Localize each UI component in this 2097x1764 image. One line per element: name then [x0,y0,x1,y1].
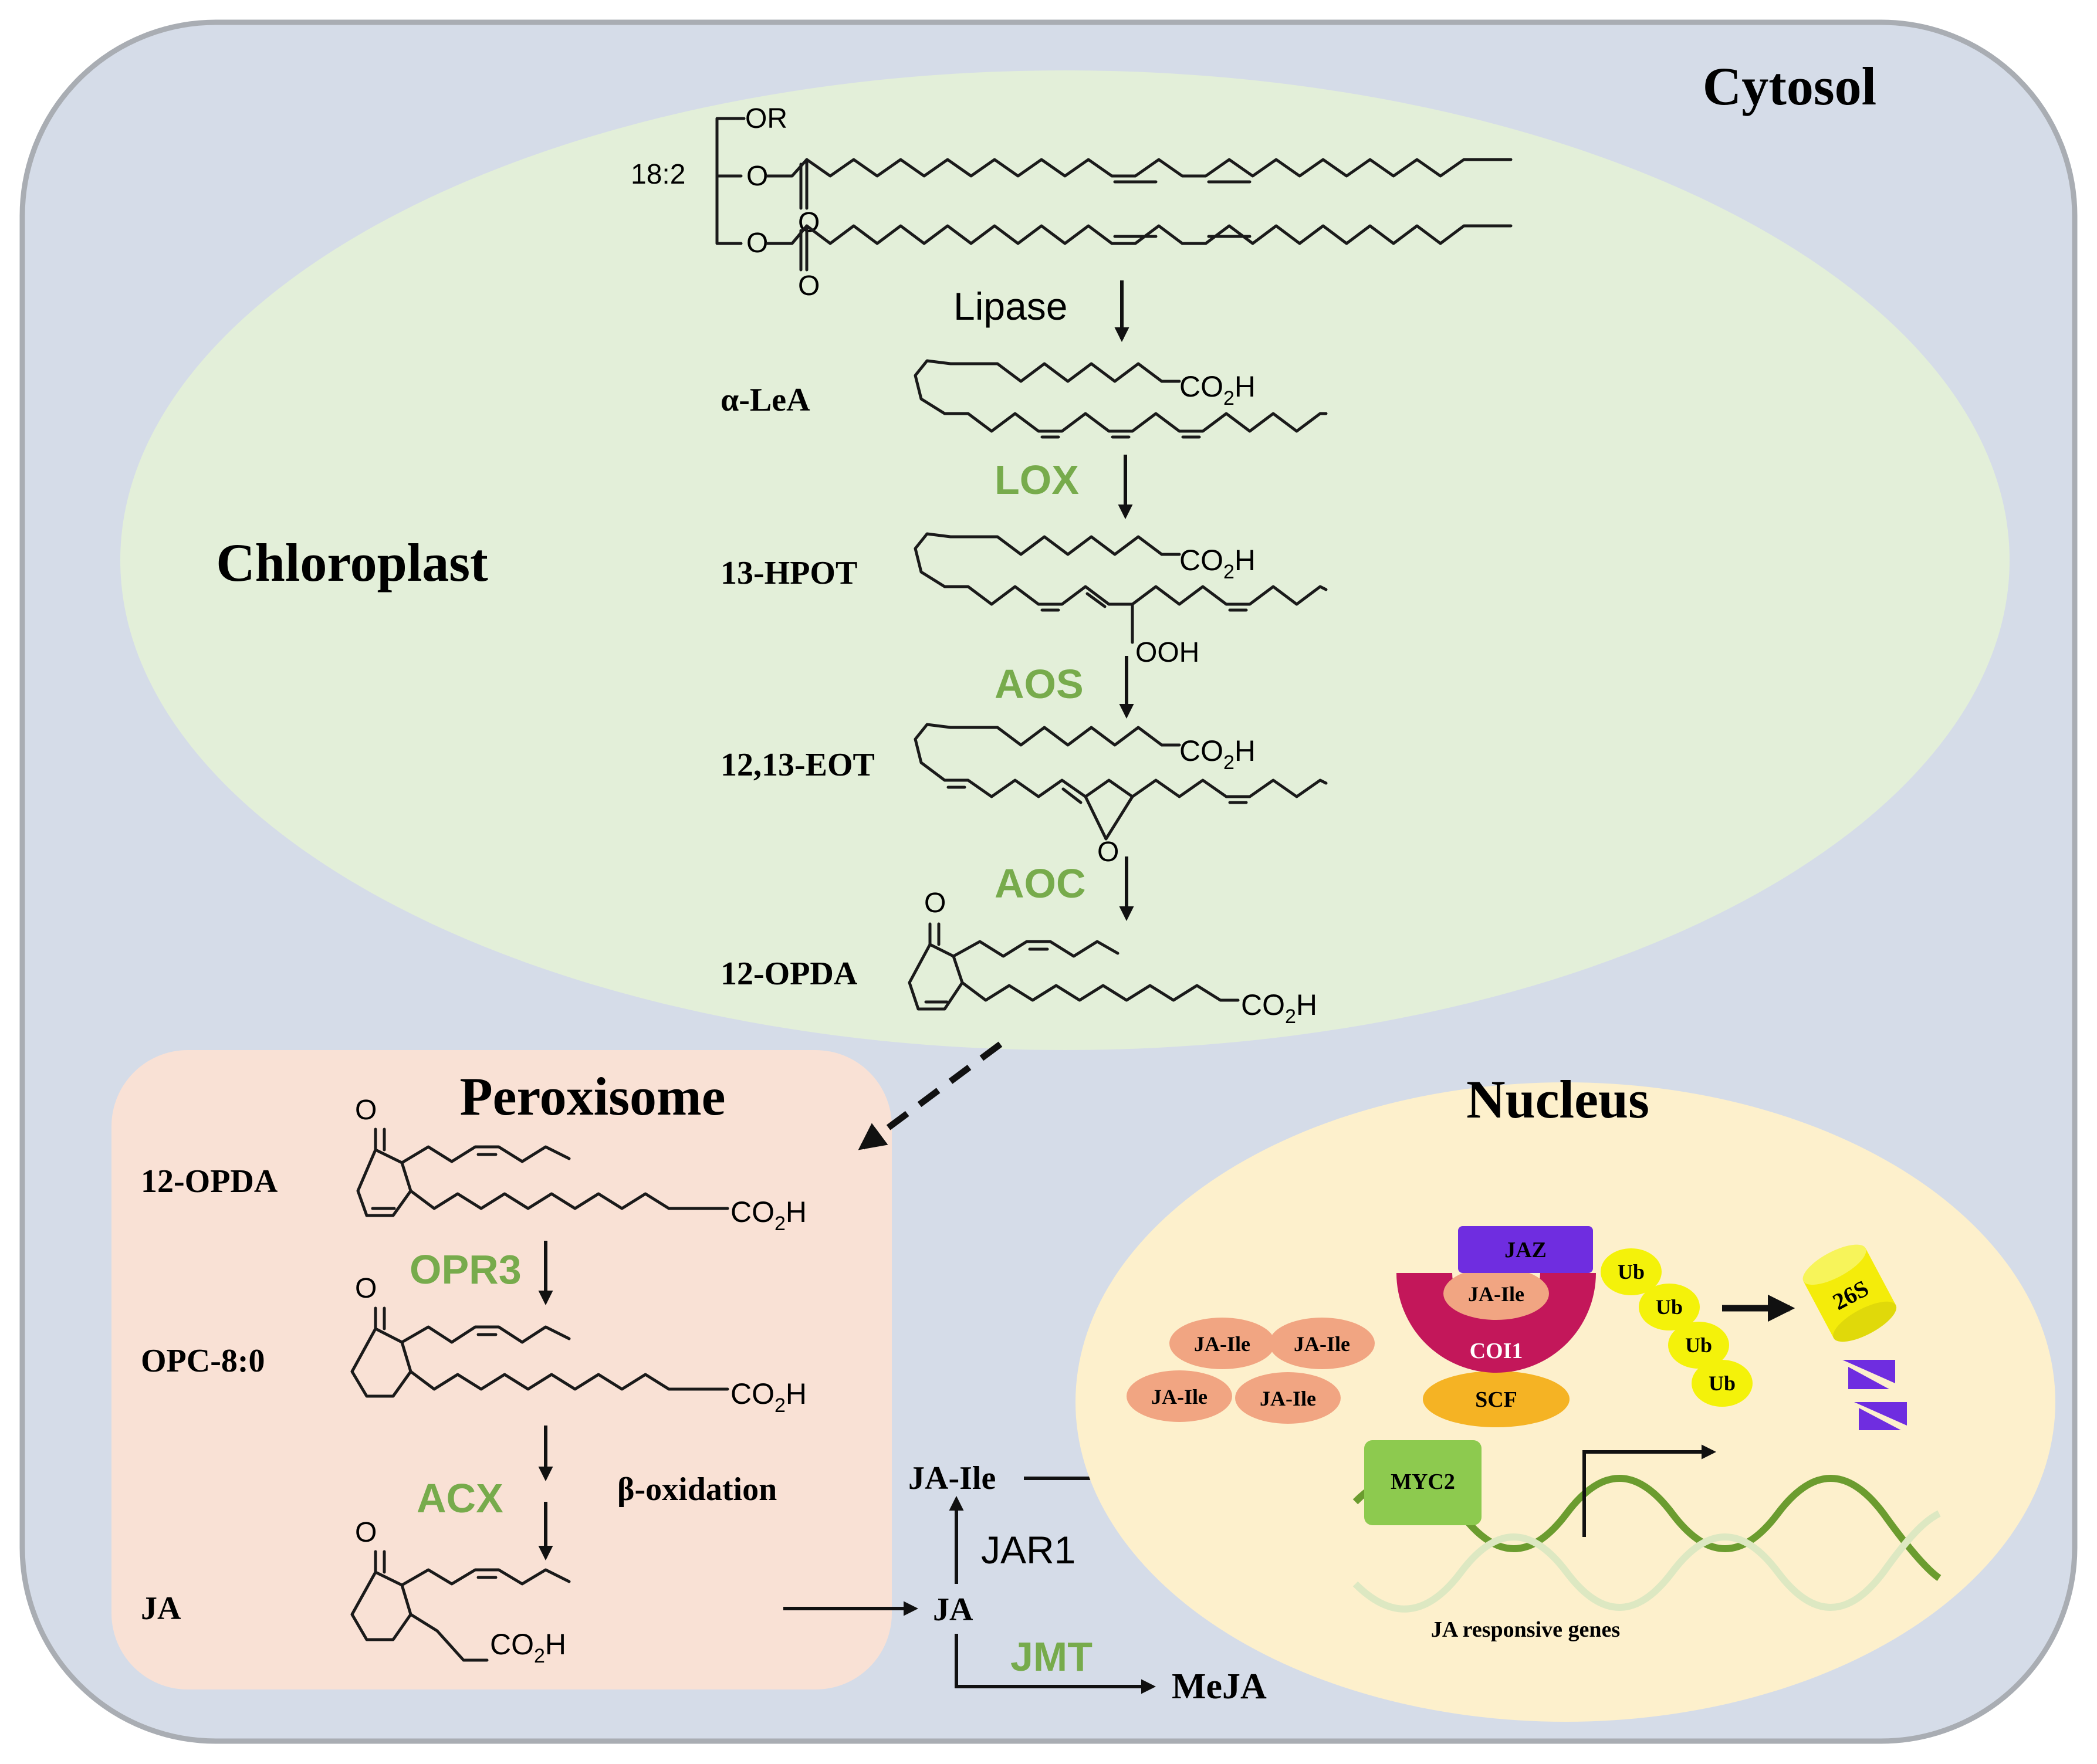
scf-label: SCF [1475,1387,1517,1412]
scf-coi1-jaz-complex: SCF COI1 JA-Ile JAZ [1396,1226,1596,1427]
aos-enzyme-label: AOS [995,661,1084,707]
proteasome-bottom [1833,1301,1897,1342]
alpha-lea-label: α-LeA [721,382,810,418]
opda-chloroplast-label: 12-OPDA [721,956,858,992]
chloroplast-compartment [120,70,2010,1050]
proteasome-top [1802,1244,1866,1285]
ub-1-label: Ub [1618,1260,1645,1284]
free-ja-ile-group: JA-Ile JA-Ile JA-Ile JA-Ile [1127,1318,1375,1424]
lipid-or-label: OR [745,103,787,134]
lipase-label: Lipase [953,285,1068,328]
jmt-enzyme-label: JMT [1010,1634,1093,1680]
eot-structure [914,723,1328,841]
aoc-enzyme-label: AOC [995,861,1086,906]
jaz-protein [1458,1226,1593,1273]
ja-ile-blob-3 [1127,1370,1232,1422]
alpha-lea-co2h: CO2H [1179,370,1256,409]
coi1-label: COI1 [1470,1339,1523,1363]
alpha-lea-structure [914,359,1328,439]
opc-label: OPC-8:0 [141,1343,265,1379]
eot-co2h: CO2H [1179,734,1256,774]
opda-peroxisome-keto-o: O [355,1095,377,1126]
ja-ile-blob-1-label: JA-Ile [1194,1332,1250,1356]
jaz-fragments [1842,1360,1907,1430]
opr3-enzyme-label: OPR3 [410,1247,522,1292]
ub-2-label: Ub [1656,1295,1683,1319]
lipid-carbonyl-o-2: O [798,270,820,302]
jaz-fragment-1 [1842,1360,1895,1383]
jar1-label: JAR1 [981,1528,1075,1572]
jaz-label: JAZ [1504,1238,1547,1262]
acx-enzyme-label: ACX [417,1475,503,1521]
beta-oxidation-label: β-oxidation [617,1471,777,1508]
jaz-fragment-3 [1854,1402,1907,1426]
hpot-label: 13-HPOT [721,555,857,591]
ja-structure [350,1550,571,1662]
lipid-18-2-label: 18:2 [631,159,685,190]
ubiquitin-chain: Ub Ub Ub Ub [1601,1248,1753,1407]
jaz-fragment-4 [1859,1408,1901,1430]
jmt-arrow [955,1634,1156,1694]
eot-epoxide-o: O [1097,837,1119,868]
ub-4-label: Ub [1709,1372,1736,1395]
ja-ile-blob-3-label: JA-Ile [1151,1385,1208,1409]
opda-peroxisome-structure [356,1128,729,1217]
ja-peroxisome-label: JA [141,1590,181,1627]
ja-ile-blob-2 [1269,1318,1375,1369]
lipid-18-2-structure: 18:2 OR O O O O [631,103,1513,302]
ja-ile-blob-4 [1235,1372,1341,1424]
ja-co2h: CO2H [490,1628,566,1667]
hpot-structure [914,532,1328,644]
ja-ile-blob-1 [1169,1318,1275,1369]
ub-2 [1639,1284,1700,1330]
opda-peroxisome-label: 12-OPDA [141,1163,278,1200]
opc-structure [350,1306,729,1398]
opda-peroxisome-co2h: CO2H [730,1196,807,1235]
opda-chloroplast-structure [908,922,1240,1011]
opc-co2h: CO2H [730,1377,807,1417]
lipid-ester-o-1: O [746,161,768,192]
peroxisome-label: Peroxisome [459,1066,725,1126]
ub-3 [1668,1322,1729,1369]
myc2-label: MYC2 [1391,1470,1455,1494]
opda-chloroplast-keto-o: O [924,888,946,919]
opda-chloroplast-co2h: CO2H [1241,988,1317,1028]
ja-ile-bound-label: JA-Ile [1468,1282,1524,1306]
ub-4 [1692,1360,1753,1407]
hpot-ooh-label: OOH [1135,637,1199,668]
ja-ile-cytosol-label: JA-Ile [908,1460,996,1496]
ja-keto-o: O [355,1517,377,1548]
ja-ile-blob-2-label: JA-Ile [1294,1332,1350,1356]
nucleus-label: Nucleus [1466,1069,1649,1129]
chloroplast-label: Chloroplast [216,533,488,592]
proteasome-26s: 26S [1802,1244,1897,1342]
meja-label: MeJA [1172,1667,1267,1707]
ja-ile-blob-4-label: JA-Ile [1260,1387,1316,1410]
hpot-co2h: CO2H [1179,544,1256,583]
scf-blob [1423,1371,1570,1427]
eot-label: 12,13-EOT [721,747,875,783]
lox-enzyme-label: LOX [995,457,1079,503]
cytosol-label: Cytosol [1703,56,1876,116]
dna-strand-b [1352,1510,1941,1613]
svg-text:CO2H: CO2H [1179,370,1256,409]
ja-responsive-genes-label: JA responsive genes [1431,1617,1620,1642]
ub-3-label: Ub [1685,1333,1712,1357]
jaz-fragment-2 [1848,1367,1889,1389]
ub-1 [1601,1248,1662,1295]
ja-cytosol-label: JA [933,1592,973,1628]
transcription-arrow [1582,1444,1717,1537]
ja-ile-bound-blob [1443,1267,1549,1320]
myc2-protein [1364,1440,1482,1525]
opc-keto-o: O [355,1273,377,1304]
opda-transport-dashed-arrow [858,1041,1003,1150]
lipid-ester-o-2: O [746,228,768,259]
